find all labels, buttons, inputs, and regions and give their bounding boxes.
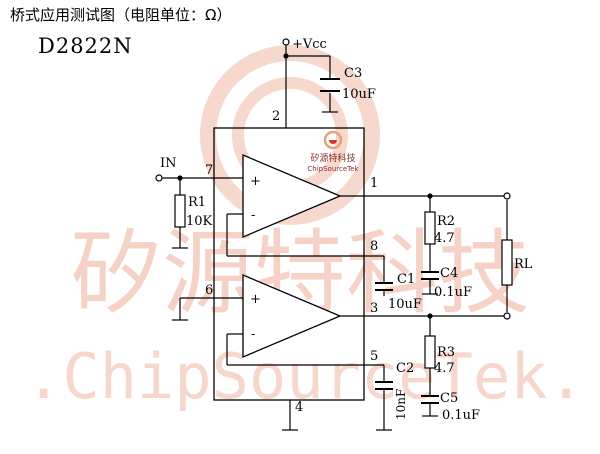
watermark: 矽源特科技 .ChipSourceTek. bbox=[25, 45, 585, 413]
c5-name: C5 bbox=[440, 391, 458, 406]
part-number: D2822N bbox=[38, 34, 133, 58]
r1-resistor bbox=[174, 194, 186, 228]
c4-name: C4 bbox=[440, 266, 458, 281]
r3-name: R3 bbox=[437, 345, 455, 360]
c1-value: 10uF bbox=[388, 297, 422, 312]
r1-value: 10K bbox=[186, 214, 213, 229]
opamp-1-minus: - bbox=[251, 208, 255, 223]
junction-dots bbox=[177, 53, 433, 319]
opamp-1-plus: + bbox=[250, 174, 261, 189]
vcc-label: +Vcc bbox=[292, 37, 327, 52]
pin-1: 1 bbox=[370, 176, 378, 191]
opamp-1: + - bbox=[242, 154, 342, 238]
pin-8: 8 bbox=[370, 239, 378, 254]
in-label: IN bbox=[160, 156, 177, 171]
r3-resistor bbox=[424, 335, 436, 369]
pin-3: 3 bbox=[370, 301, 378, 316]
rl-resistor bbox=[501, 239, 513, 286]
c4-value: 0.1uF bbox=[434, 285, 472, 300]
terminals bbox=[155, 38, 511, 320]
pin-5: 5 bbox=[370, 349, 378, 364]
opamp-2-plus: + bbox=[250, 292, 261, 307]
out-terminal-bottom bbox=[503, 312, 511, 320]
c1-name: C1 bbox=[397, 272, 415, 287]
out-terminal-top bbox=[503, 192, 511, 200]
capacitors bbox=[320, 78, 439, 404]
r2-resistor bbox=[424, 211, 436, 245]
page-title: 桥式应用测试图（电阻单位：Ω） bbox=[10, 6, 231, 24]
r2-value: 4.7 bbox=[434, 231, 455, 246]
vcc-terminal bbox=[282, 38, 290, 46]
rl-label: RL bbox=[514, 257, 533, 272]
c2-name: C2 bbox=[396, 361, 414, 376]
r3-value: 4.7 bbox=[434, 361, 455, 376]
components bbox=[174, 194, 513, 369]
in-terminal bbox=[155, 174, 163, 182]
logo-cn-text: 矽源特科技 bbox=[310, 152, 355, 164]
chip-logo: 矽源特科技 ChipSourceTek bbox=[307, 130, 360, 173]
pin-7: 7 bbox=[205, 163, 213, 178]
r2-name: R2 bbox=[437, 214, 455, 229]
r1-name: R1 bbox=[188, 195, 206, 210]
watermark-en-text: .ChipSourceTek. bbox=[25, 340, 585, 413]
pin-4: 4 bbox=[295, 400, 303, 415]
opamp-2: + - bbox=[242, 274, 342, 358]
pin-2: 2 bbox=[272, 109, 280, 124]
c3-value: 10uF bbox=[342, 87, 376, 102]
opamp-2-minus: - bbox=[251, 327, 255, 342]
logo-en-text: ChipSourceTek bbox=[307, 165, 359, 173]
c2-value: 10nF bbox=[394, 389, 408, 420]
c5-value: 0.1uF bbox=[442, 408, 480, 423]
ic-body bbox=[213, 127, 365, 401]
pin-6: 6 bbox=[205, 283, 213, 298]
logo-icon bbox=[323, 130, 343, 150]
c3-name: C3 bbox=[344, 66, 362, 81]
